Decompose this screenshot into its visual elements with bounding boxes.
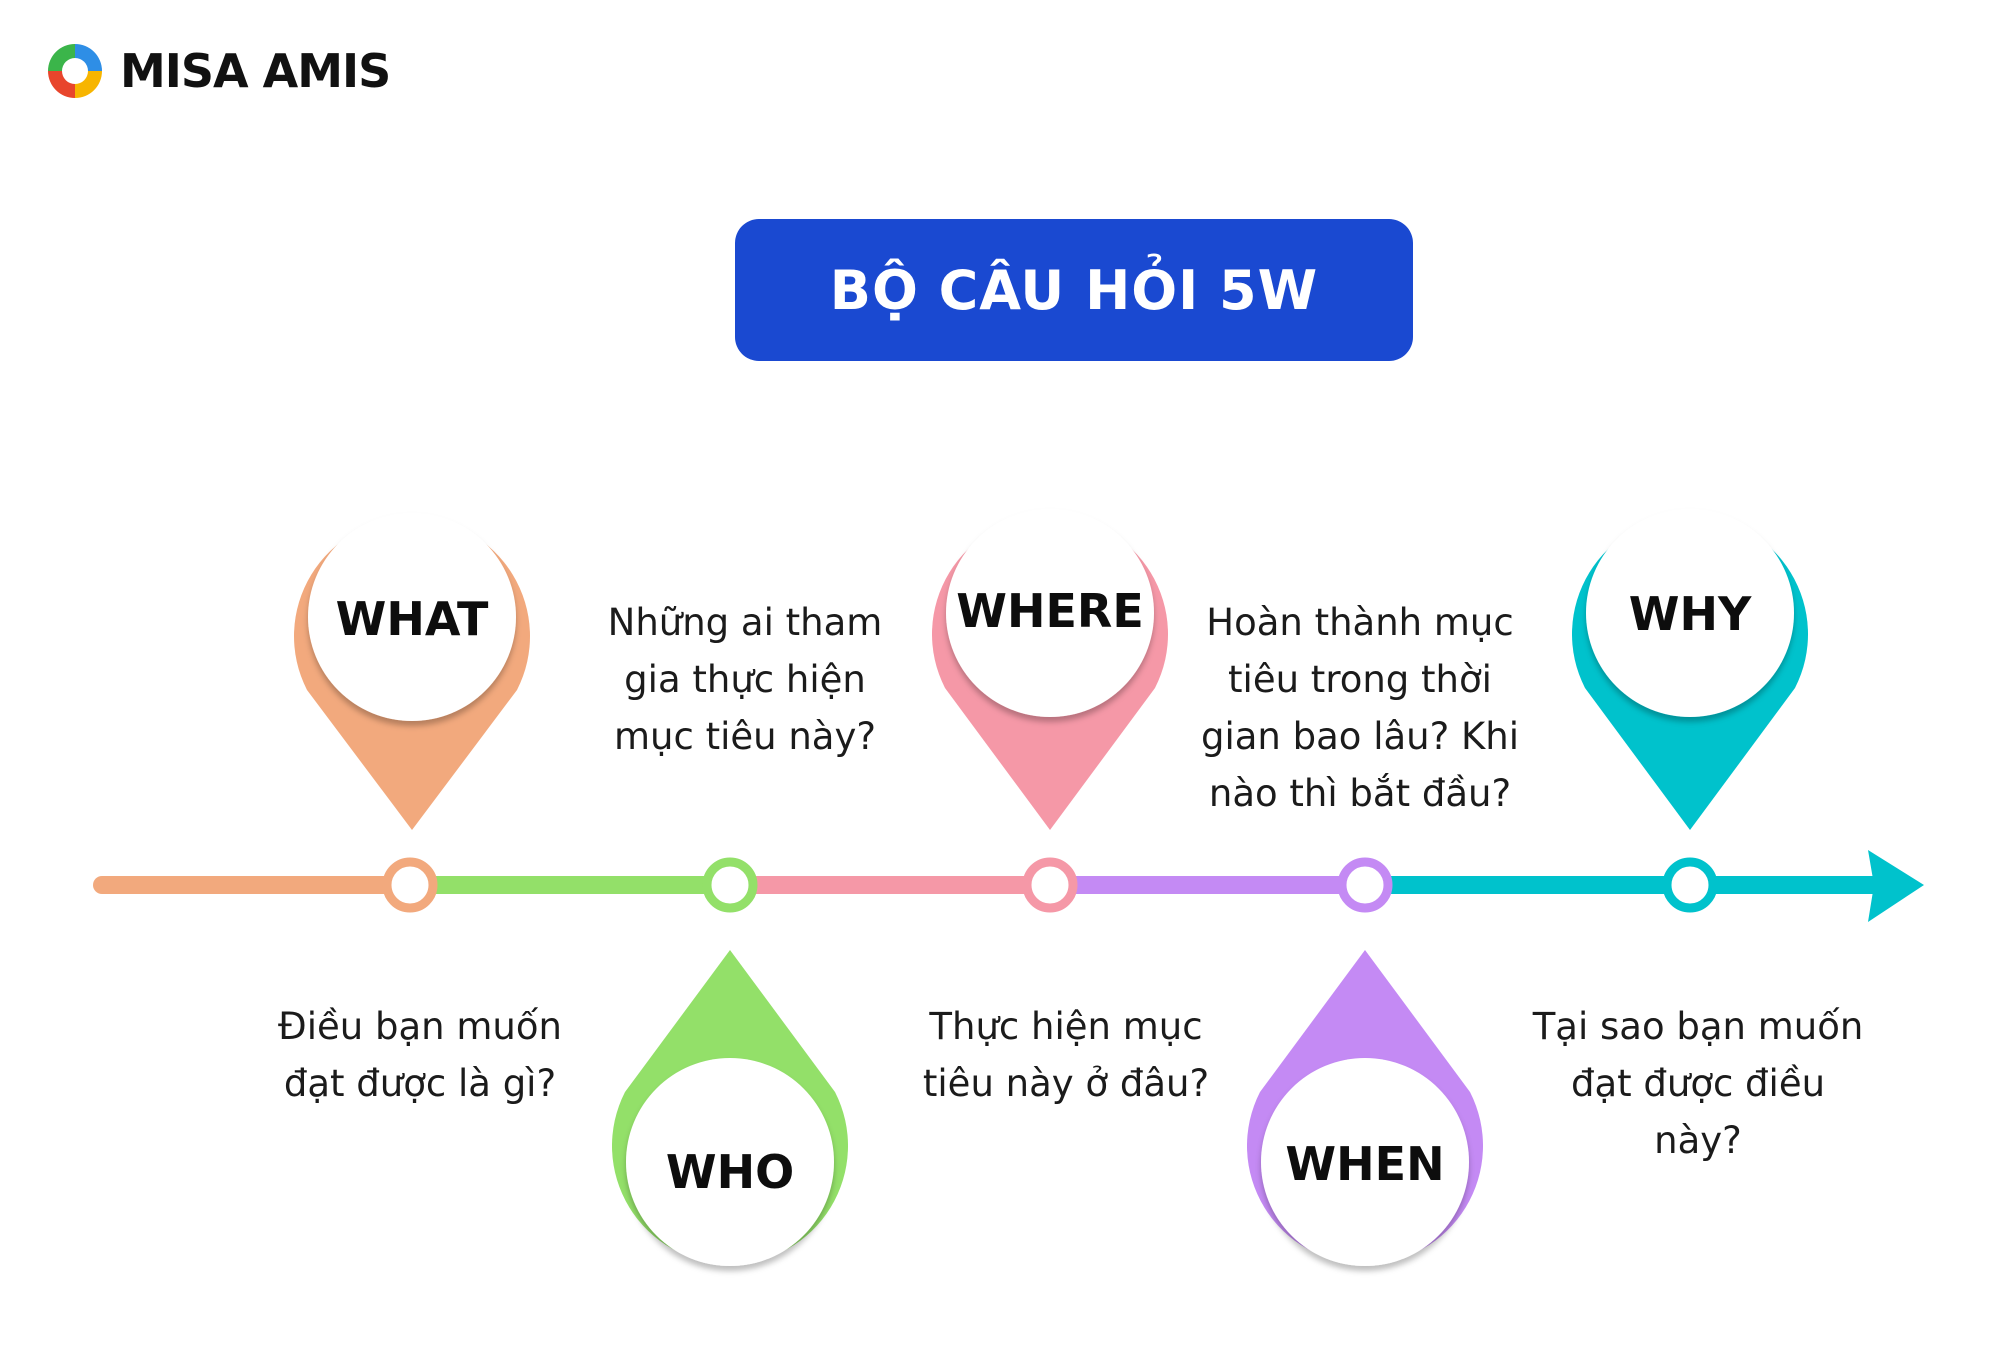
timeline-arrowhead (1868, 850, 1924, 922)
pin-why: WHY (1571, 509, 1809, 830)
title-box: BỘ CÂU HỎI 5W (735, 219, 1413, 361)
pin-label-why: WHY (1629, 587, 1752, 641)
pin-what: WHAT (294, 513, 530, 830)
brand-name: MISA AMIS (120, 44, 391, 98)
description-what: Điều bạn muốn đạt được là gì? (278, 1005, 562, 1105)
pin-label-where: WHERE (956, 584, 1144, 638)
pin-label-what: WHAT (336, 592, 489, 646)
pin-where: WHERE (931, 509, 1168, 830)
description-where: Thực hiện mục tiêu này ở đâu? (922, 1005, 1210, 1105)
timeline-node-who (702, 857, 758, 913)
page-title: BỘ CÂU HỎI 5W (829, 258, 1319, 322)
pin-who: WHO (612, 950, 848, 1266)
pin-label-when: WHEN (1285, 1137, 1444, 1191)
pin-label-who: WHO (666, 1145, 794, 1199)
description-when: Hoàn thành mục tiêu trong thời gian bao … (1200, 601, 1519, 815)
timeline-node-when (1337, 857, 1393, 913)
brand-logo: MISA AMIS (44, 40, 391, 102)
timeline-node-what (382, 857, 438, 913)
pin-when: WHEN (1247, 950, 1483, 1266)
description-who: Những ai tham gia thực hiện mục tiêu này… (607, 601, 883, 758)
timeline-node-why (1662, 857, 1718, 913)
timeline-node-where (1022, 857, 1078, 913)
description-why: Tại sao bạn muốn đạt được điều này? (1532, 1005, 1864, 1162)
misa-logo-icon (48, 44, 102, 98)
